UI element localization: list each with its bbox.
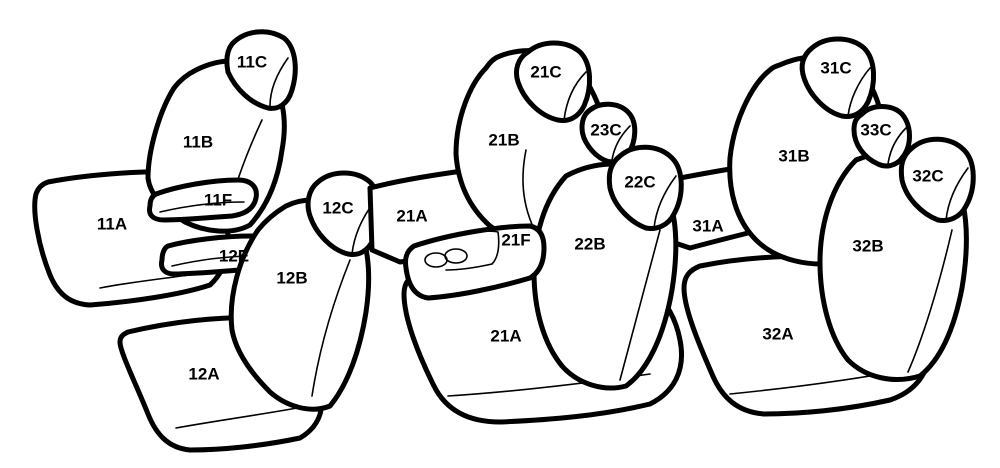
label-21f: 21F (501, 231, 530, 250)
part-22c-headrest (606, 144, 684, 231)
label-11b: 11B (183, 133, 213, 152)
seat-31-32-33 (681, 36, 976, 417)
part-21c-headrest (513, 40, 592, 123)
label-33c: 33C (860, 121, 891, 140)
label-22c: 22C (624, 173, 655, 192)
label-11a: 11A (97, 215, 127, 234)
seat-21-22-23 (401, 40, 684, 425)
part-12c-headrest (305, 170, 382, 257)
part-32c-headrest (898, 136, 976, 223)
label-12b: 12B (276, 269, 307, 288)
label-31a: 31A (692, 217, 723, 236)
label-32a: 32A (762, 325, 793, 344)
label-21a-bottom: 21A (490, 327, 521, 346)
label-12c: 12C (322, 199, 353, 218)
label-23c: 23C (590, 121, 621, 140)
label-32b: 32B (852, 237, 883, 256)
label-12a: 12A (188, 365, 219, 384)
part-11c-headrest (224, 29, 298, 111)
label-31c: 31C (820, 59, 851, 78)
seat-11 (32, 29, 298, 308)
label-11f: 11F (204, 191, 232, 210)
part-11f-armrest (147, 177, 259, 223)
label-21a-top: 21A (396, 207, 427, 226)
label-31b: 31B (778, 147, 809, 166)
label-32c: 32C (912, 167, 943, 186)
label-12e: 12E (219, 247, 249, 266)
label-21c: 21C (530, 63, 561, 82)
part-labels: 11C 11B 11F 11A 12E 12C 12B 12A 21A 21C … (97, 53, 944, 384)
label-22b: 22B (574, 235, 605, 254)
label-11c: 11C (237, 53, 267, 72)
part-31c-headrest (799, 36, 876, 119)
part-21f-armrest (403, 223, 547, 301)
seat-12 (117, 170, 382, 453)
part-33c-headrest (851, 104, 912, 169)
label-21b: 21B (488, 131, 519, 150)
